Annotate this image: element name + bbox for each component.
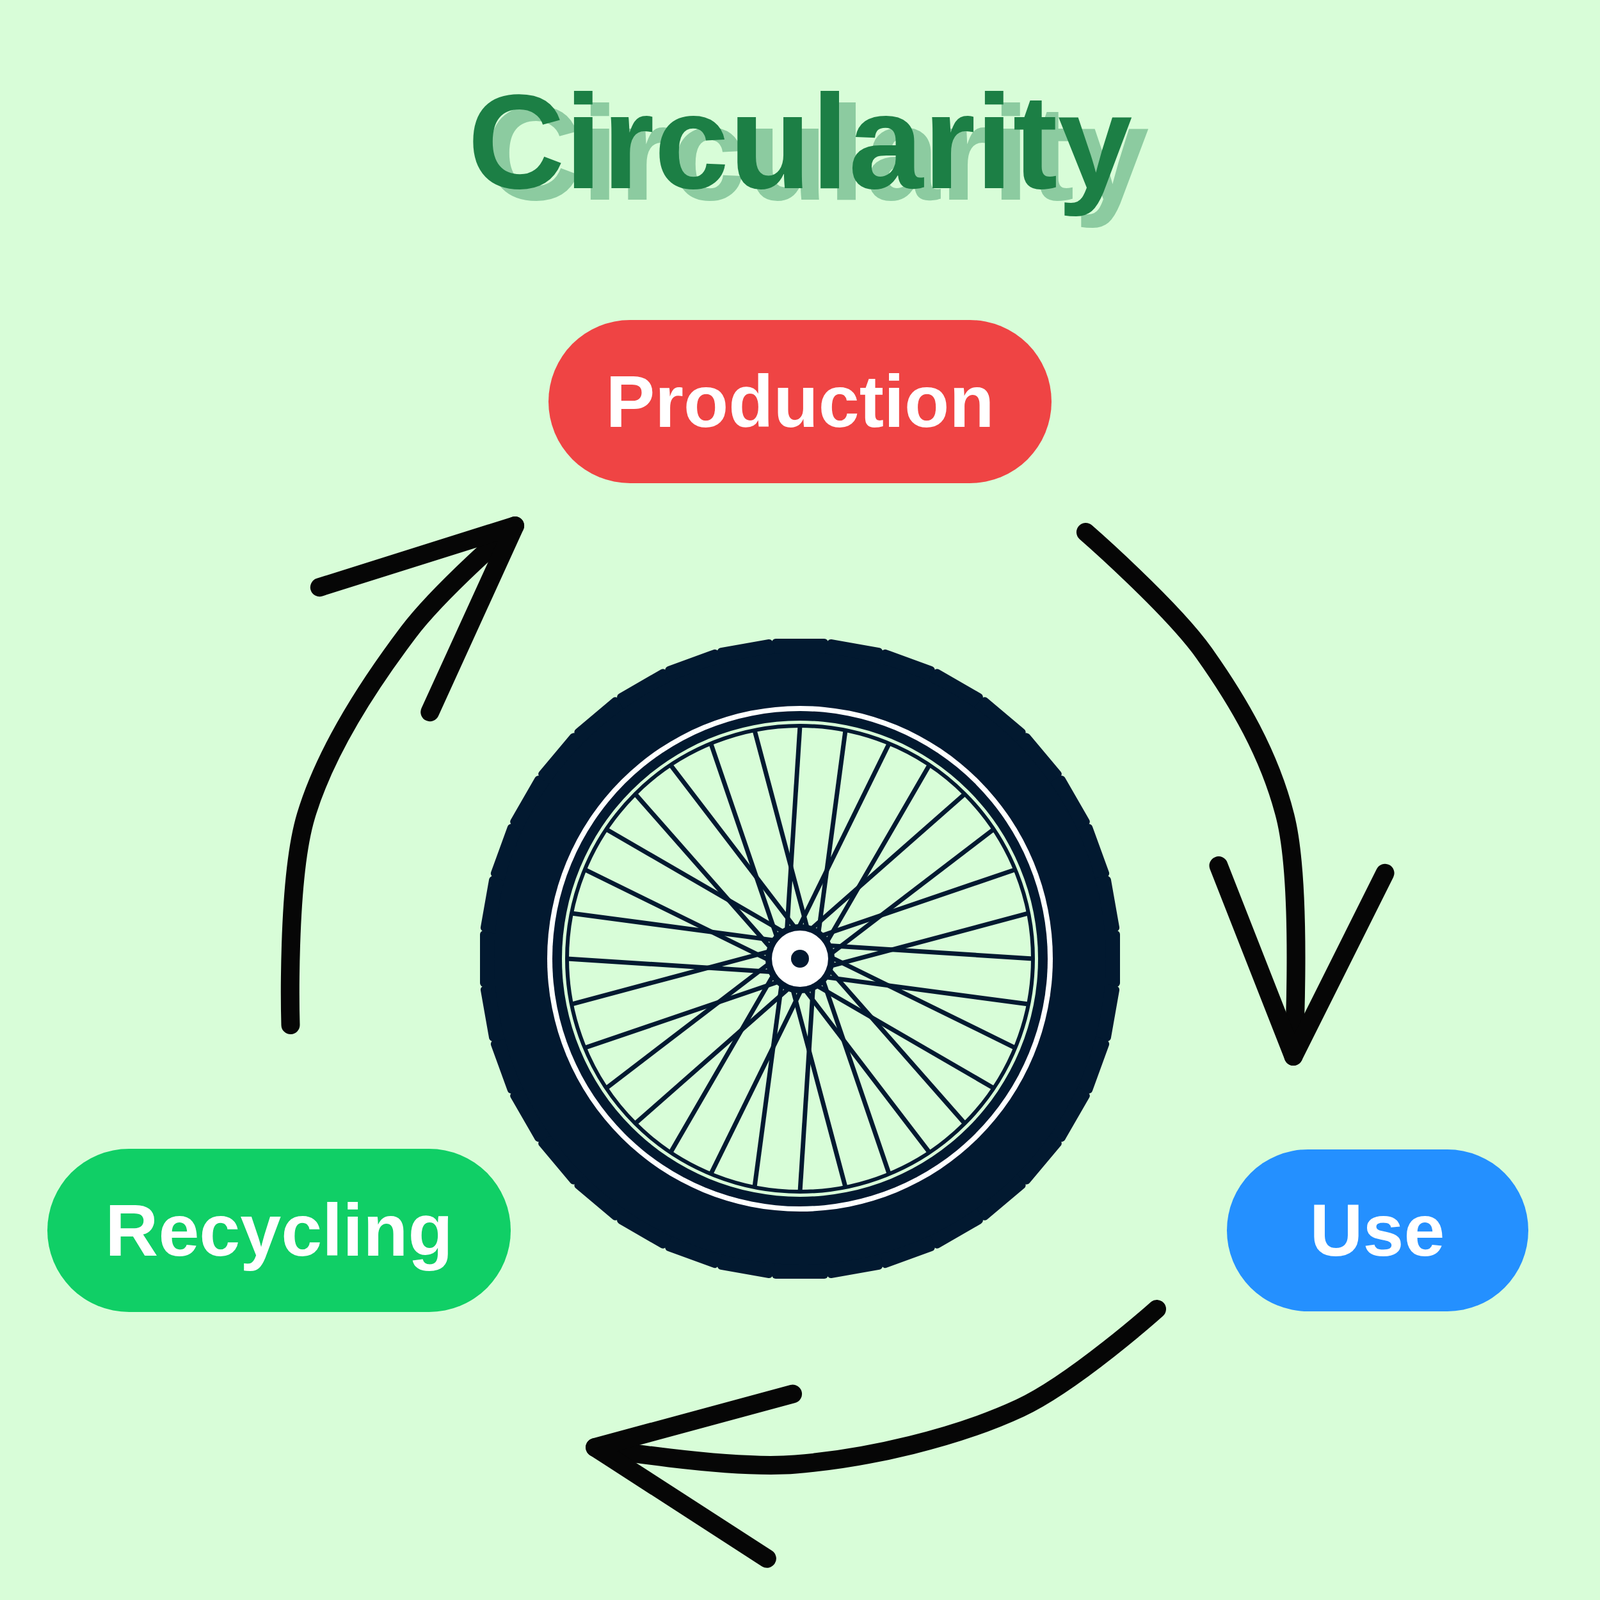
stage-label: Use [1310, 1189, 1446, 1272]
stage-pill: Use [1226, 1149, 1529, 1312]
arrow-shaft [289, 526, 515, 1026]
spoke [800, 988, 813, 1192]
tire-tread [480, 638, 1120, 1279]
tire [494, 652, 1106, 1265]
hub [765, 924, 835, 994]
diagram-title: Circularity [0, 71, 1600, 214]
rim-line [567, 725, 1033, 1192]
arrow-head [319, 526, 515, 713]
stage-pill: Production [548, 320, 1053, 484]
cycle-arrow [1085, 532, 1385, 1057]
spoke [831, 829, 994, 954]
arrow-shaft [595, 1309, 1158, 1466]
arrow-head [1218, 865, 1385, 1057]
stage-label: Recycling [104, 1189, 453, 1272]
rim [552, 711, 1048, 1207]
tire-edge [547, 705, 1053, 1212]
hub-face [771, 930, 829, 987]
spoke [567, 958, 771, 972]
spoke [787, 725, 800, 930]
spoke [670, 764, 795, 927]
spoke [831, 913, 1029, 966]
spokes [567, 725, 1033, 1192]
axle [791, 949, 809, 968]
rim-inner [561, 720, 1039, 1197]
stage-pill: Recycling [47, 1148, 511, 1312]
arrow-head [595, 1393, 793, 1559]
cycle-arrow [595, 1309, 1158, 1560]
cycle-arrow [289, 526, 515, 1026]
spoke [606, 963, 768, 1088]
spoke [805, 990, 930, 1152]
stage-label: Production [606, 360, 995, 443]
